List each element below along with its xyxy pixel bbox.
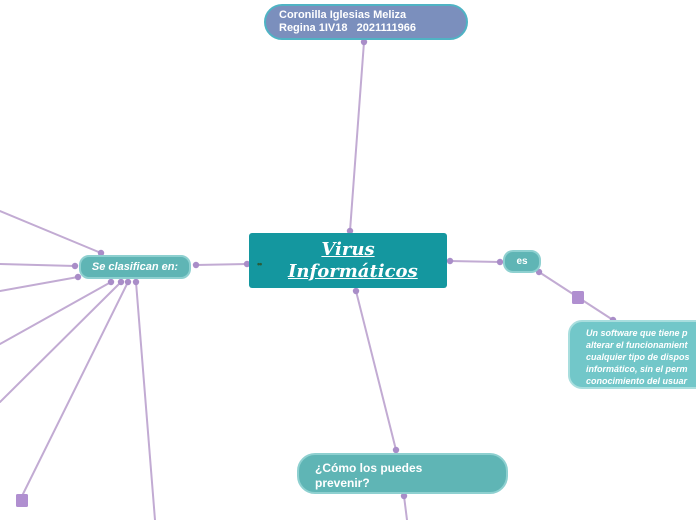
definition-line: Un software que tiene p (586, 327, 688, 338)
connector-anchor-dot[interactable] (71, 262, 79, 270)
prevenir-node[interactable]: ¿Cómo los puedes prevenir? (297, 453, 508, 494)
author-name-line: Coronilla Iglesias Meliza (279, 9, 407, 21)
subtopic-connector (0, 281, 122, 403)
central-topic-line-1: Virus (321, 238, 375, 260)
connector-anchor-dot[interactable] (446, 257, 454, 265)
author-group-line: Regina 1IV18 2021111966 (279, 22, 417, 34)
relationship-marker-icon[interactable] (16, 494, 28, 507)
es-node[interactable]: es (503, 250, 541, 273)
connector-anchor-dot[interactable] (117, 278, 125, 286)
subtopic-connector (135, 281, 156, 520)
connector-anchor-dot[interactable] (97, 249, 105, 257)
connector-anchor-dot[interactable] (360, 38, 368, 46)
clasifican-connector (195, 263, 248, 266)
definition-node[interactable]: Un software que tiene p alterar el funci… (568, 320, 696, 389)
prevenir-label-line-1: ¿Cómo los puedes (315, 460, 423, 475)
connector-anchor-dot[interactable] (496, 258, 504, 266)
prevenir-connector (355, 290, 397, 451)
connector-anchor-dot[interactable] (346, 227, 354, 235)
connector-anchor-dot[interactable] (192, 261, 200, 269)
clasifican-node[interactable]: Se clasifican en: (79, 255, 191, 279)
connector-anchor-dot[interactable] (352, 287, 360, 295)
prevenir-label-line-2: prevenir? (315, 475, 370, 490)
definition-line: alterar el funcionamient (586, 339, 688, 350)
clasifican-label: Se clasifican en: (91, 261, 179, 273)
central-topic-title: Virus Informáticos (288, 238, 418, 283)
connector-anchor-dot[interactable] (74, 273, 82, 281)
definition-line: conocimiento del usuar (586, 375, 688, 386)
connector-anchor-dot[interactable] (400, 492, 408, 500)
definition-line: cualquier tipo de dispos (586, 351, 690, 362)
author-connector (349, 41, 365, 232)
connector-anchor-dot[interactable] (124, 278, 132, 286)
central-topic-node[interactable]: •• Virus Informáticos (249, 233, 447, 288)
connector-anchor-dot[interactable] (243, 260, 251, 268)
subtopic-connector (21, 281, 129, 497)
subtopic-connector (0, 276, 79, 292)
relationship-marker-icon[interactable] (572, 291, 584, 304)
subtopic-connector (0, 281, 112, 345)
author-node[interactable]: Coronilla Iglesias Meliza Regina 1IV18 2… (264, 4, 468, 40)
subtopic-connector (0, 210, 102, 254)
prevenir-child-connector (403, 495, 408, 520)
drag-handle-icon[interactable]: •• (257, 259, 262, 269)
central-topic-line-2: Informáticos (288, 260, 418, 282)
connector-anchor-dot[interactable] (132, 278, 140, 286)
es-connector (449, 260, 501, 263)
subtopic-connector (0, 263, 76, 267)
connector-anchor-dot[interactable] (392, 446, 400, 454)
es-label: es (516, 256, 528, 267)
connector-anchor-dot[interactable] (107, 278, 115, 286)
definition-line: informático, sin el perm (586, 363, 688, 374)
